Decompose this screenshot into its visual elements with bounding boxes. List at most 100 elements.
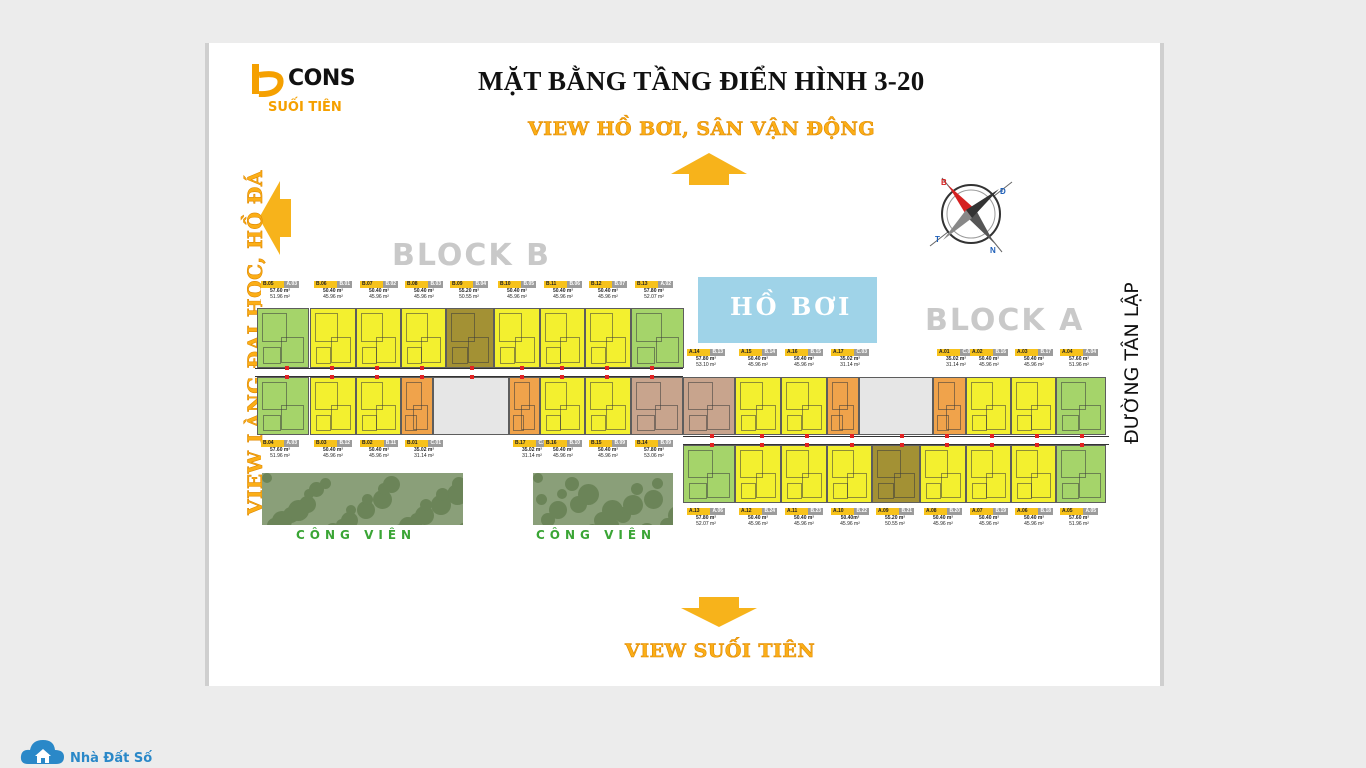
door-marker	[520, 375, 524, 379]
apartment-b-04[interactable]	[257, 377, 309, 435]
door-marker	[945, 434, 949, 438]
room-outline	[451, 313, 475, 342]
apartment-a-05[interactable]	[1056, 445, 1106, 503]
apartment-a-08[interactable]	[920, 445, 966, 503]
room-outline	[740, 382, 763, 411]
unit-alt-code: C.01	[428, 440, 443, 447]
apartment-b-11[interactable]	[540, 308, 585, 368]
unit-code: A.12	[741, 508, 752, 514]
apartment-a-03[interactable]	[1011, 377, 1056, 435]
apartment-a-10[interactable]	[827, 445, 872, 503]
apartment-b-10[interactable]	[494, 308, 540, 368]
room-outline	[740, 414, 757, 431]
room-outline	[330, 337, 351, 363]
room-outline	[636, 382, 662, 411]
apartment-a-04[interactable]	[1056, 377, 1106, 435]
room-outline	[1016, 414, 1032, 431]
unit-alt-code: A.02	[658, 281, 673, 288]
unit-code: B.10	[500, 281, 511, 287]
room-outline	[786, 482, 803, 499]
unit-net-area: 45.96 m²	[840, 521, 860, 527]
unit-area: 50.40 m²	[932, 515, 953, 521]
room-outline	[315, 382, 338, 411]
unit-alt-code: B.20	[947, 508, 962, 515]
apartment-a-11[interactable]	[781, 445, 827, 503]
compass-north: B	[941, 178, 947, 187]
apartment-a-15[interactable]	[735, 377, 781, 435]
unit-code: A.17	[833, 349, 844, 355]
room-outline	[315, 313, 338, 342]
apartment-a-14[interactable]	[683, 377, 735, 435]
apartment-b-06[interactable]	[310, 308, 356, 368]
apartment-b-01[interactable]	[401, 377, 433, 435]
apartment-a-07[interactable]	[966, 445, 1011, 503]
room-outline	[315, 414, 332, 431]
apartment-b-08[interactable]	[401, 308, 446, 368]
apartment-b-12[interactable]	[585, 308, 631, 368]
apartment-b-16[interactable]	[540, 377, 585, 435]
apartment-b-17[interactable]	[509, 377, 540, 435]
room-outline	[262, 382, 288, 411]
tree-icon	[362, 494, 373, 505]
apartment-b-09[interactable]	[446, 308, 494, 368]
room-outline	[545, 347, 561, 364]
apartment-b-15[interactable]	[585, 377, 631, 435]
room-outline	[545, 382, 568, 411]
unit-area: 35.02 m²	[413, 447, 434, 453]
room-outline	[590, 313, 613, 342]
unit-code: B.04	[263, 440, 274, 446]
apartment-a-12[interactable]	[735, 445, 781, 503]
room-outline	[925, 482, 942, 499]
unit-alt-code: A.06	[710, 508, 725, 515]
door-marker	[470, 366, 474, 370]
tree-icon	[288, 500, 309, 521]
door-marker	[470, 375, 474, 379]
apartment-b-07[interactable]	[356, 308, 401, 368]
room-outline	[361, 414, 377, 431]
room-outline	[940, 472, 961, 498]
watermark-text: Nhà Đất Số	[70, 751, 153, 766]
apartment-a-17[interactable]	[827, 377, 859, 435]
compass-south: N	[990, 246, 996, 255]
apartment-a-01[interactable]	[933, 377, 966, 435]
room-outline	[1031, 404, 1051, 430]
unit-code: B.17	[515, 440, 526, 446]
room-outline	[361, 382, 384, 411]
arrow-up-icon	[671, 153, 747, 185]
unit-code: A.11	[787, 508, 798, 514]
room-outline	[545, 414, 561, 431]
apartment-a-13[interactable]	[683, 445, 735, 503]
park-right	[533, 473, 673, 525]
apartment-b-05[interactable]	[257, 308, 309, 368]
apartment-a-09[interactable]	[872, 445, 920, 503]
park-left	[262, 473, 463, 525]
tree-icon	[346, 505, 356, 515]
apartment-a-16[interactable]	[781, 377, 827, 435]
apartment-b-14[interactable]	[631, 377, 683, 435]
apartment-b-03[interactable]	[310, 377, 356, 435]
apartment-a-02[interactable]	[966, 377, 1011, 435]
apartment-b-02[interactable]	[356, 377, 401, 435]
tree-icon	[652, 478, 663, 489]
unit-net-area: 31.14 m²	[946, 362, 966, 368]
room-outline	[406, 347, 422, 364]
room-outline	[590, 347, 607, 364]
unit-net-area: 45.96 m²	[794, 521, 814, 527]
tree-icon	[304, 489, 314, 499]
unit-alt-code: C.03	[854, 349, 869, 356]
room-outline	[406, 382, 423, 411]
unit-net-area: 52.07 m²	[644, 294, 664, 300]
room-outline	[1016, 382, 1039, 411]
compass-west: T	[935, 235, 940, 244]
room-outline	[514, 382, 530, 411]
room-outline	[590, 382, 613, 411]
unit-net-area: 31.14 m²	[840, 362, 860, 368]
apartment-b-13[interactable]	[631, 308, 684, 368]
unit-code: A.13	[689, 508, 700, 514]
apartment-a-06[interactable]	[1011, 445, 1056, 503]
room-outline	[986, 404, 1006, 430]
